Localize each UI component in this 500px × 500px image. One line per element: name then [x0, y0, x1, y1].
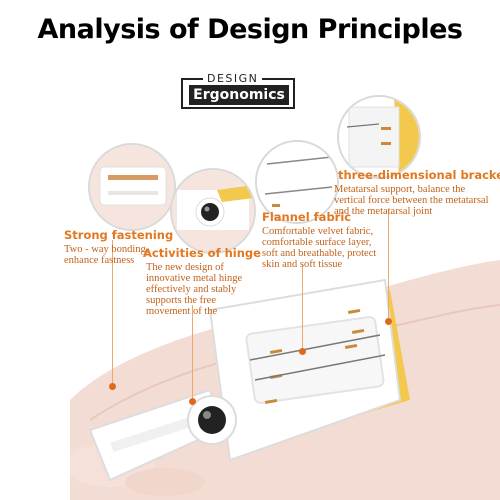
- feature-desc-fabric: Comfortable velvet fabric, comfortable s…: [262, 226, 377, 270]
- detail-circle-hinge: [170, 168, 256, 254]
- feature-heading-bracket: three-dimensional bracket: [338, 168, 500, 182]
- leader-dot-bracket: [385, 318, 392, 325]
- detail-circle-bracket: [337, 95, 421, 179]
- design-badge: DESIGN Ergonomics: [181, 72, 301, 113]
- page-title: Analysis of Design Principles: [37, 14, 464, 45]
- feature-desc-hinge: The new design of innovative metal hinge…: [146, 262, 243, 317]
- badge-top-label: DESIGN: [203, 72, 263, 85]
- leader-line-bracket: [388, 210, 389, 320]
- product-illustration: [70, 250, 500, 500]
- leader-line-fabric: [302, 265, 303, 350]
- feature-heading-fastening: Strong fastening: [64, 228, 174, 242]
- leader-dot-fastening: [109, 383, 116, 390]
- feature-heading-hinge: Activities of hinge: [143, 246, 261, 260]
- feature-desc-bracket: Metatarsal support, balance the vertical…: [334, 184, 489, 217]
- leader-line-fastening: [112, 240, 113, 385]
- leader-dot-fabric: [299, 348, 306, 355]
- leader-dot-hinge: [189, 398, 196, 405]
- leader-line-hinge: [192, 305, 193, 400]
- detail-circle-fastening: [88, 143, 176, 231]
- feature-heading-fabric: Flannel fabric: [262, 210, 352, 224]
- detail-circle-fabric: [255, 140, 339, 224]
- foot-splint-image: [70, 260, 500, 500]
- feature-desc-fastening: Two - way bonding, enhance fastness: [64, 244, 149, 266]
- badge-main-label: Ergonomics: [189, 85, 289, 105]
